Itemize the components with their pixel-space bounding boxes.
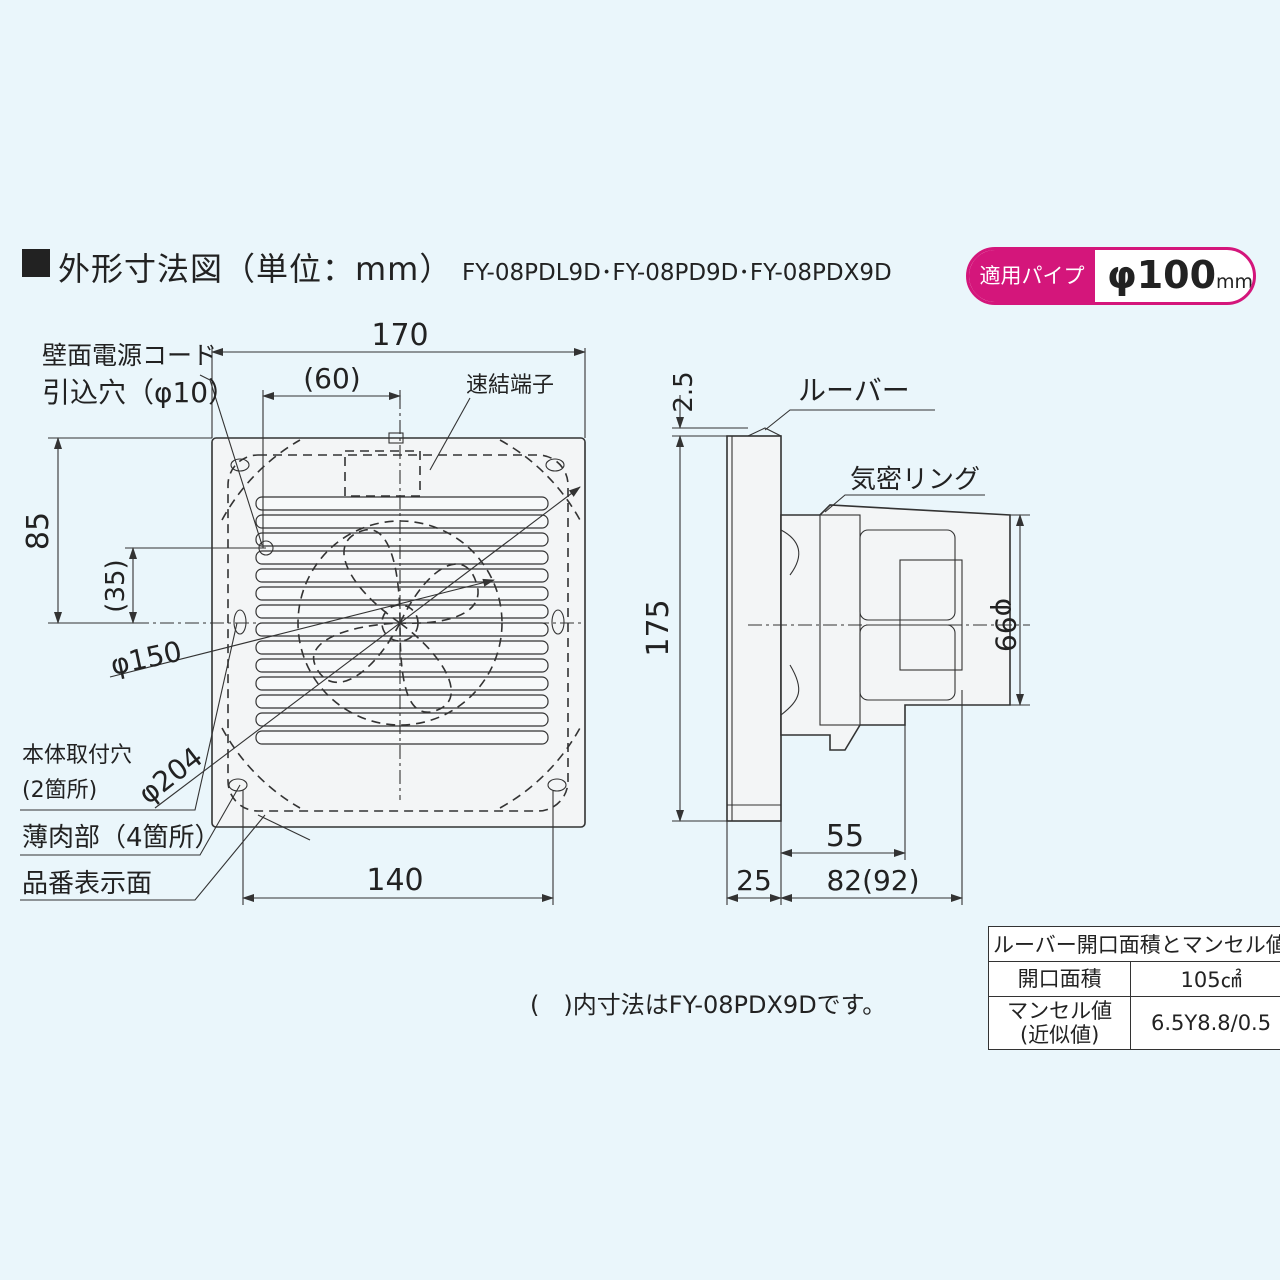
- motor-upper: [859, 529, 956, 621]
- pipe-badge: 適用パイプ φ100mm: [966, 247, 1256, 305]
- leader-mount: [20, 622, 238, 811]
- inner-frame-dashed: [227, 454, 569, 812]
- leader-terminal: [429, 397, 471, 471]
- leader-ring: [824, 494, 985, 513]
- label-mount-line1: 本体取付穴: [22, 743, 132, 768]
- label-cord-line2: 引込穴（φ10）: [42, 376, 236, 409]
- dim-phi150: φ150: [108, 635, 185, 682]
- row-munsell-value: 6.5Y8.8/0.5: [1130, 995, 1280, 1051]
- dim-25: 25: [736, 864, 772, 897]
- label-model-face: 品番表示面: [22, 869, 152, 899]
- terminal-box: [344, 450, 421, 497]
- leader-louver: [764, 409, 935, 431]
- row-munsell-label: マンセル値(近似値): [987, 995, 1132, 1051]
- dim-85: 85: [21, 512, 56, 550]
- dim-phi99: φ99: [989, 598, 1022, 652]
- housing: [780, 504, 1011, 751]
- page-title: 外形寸法図（単位：mm）: [58, 250, 453, 288]
- dim-170: 170: [371, 318, 428, 353]
- pipe-badge-label: 適用パイプ: [969, 250, 1095, 302]
- row-open-area-value: 105㎠: [1130, 961, 1280, 997]
- fan-blades: [312, 528, 479, 713]
- terminal-tab: [388, 432, 404, 444]
- dim-2-5: 2.5: [669, 371, 699, 412]
- side-view: 2.5 175 φ99 55 25 82(92) ルーバー 気密リング: [641, 371, 1030, 905]
- leader-phi150: [109, 578, 495, 678]
- dim-82: 82(92): [826, 864, 919, 897]
- shutter-box: [899, 559, 963, 671]
- pipe-unit: mm: [1216, 271, 1254, 293]
- munsell-label-line2: (近似値): [1019, 1023, 1100, 1048]
- dim-175: 175: [641, 599, 676, 656]
- ring-flange: [819, 514, 861, 726]
- leader-cord: [199, 374, 263, 546]
- dim-60: (60): [303, 362, 360, 395]
- dim-55: 55: [826, 819, 864, 854]
- dim-35: (35): [101, 559, 131, 612]
- front-view: 170 (60) 85 (35) φ150 φ204 140 壁面電: [20, 318, 586, 905]
- dim-140: 140: [366, 863, 423, 898]
- louver-tip: [747, 427, 782, 437]
- louver-table: ルーバー開口面積とマンセル値 開口面積 105㎠ マンセル値(近似値) 6.5Y…: [987, 926, 1280, 1051]
- label-terminal: 速結端子: [466, 373, 554, 398]
- leader-model-face: [20, 814, 266, 901]
- corner-holes: [228, 458, 567, 792]
- munsell-label-line1: マンセル値: [1007, 999, 1113, 1023]
- label-cord-line1: 壁面電源コード: [42, 341, 217, 370]
- label-ring: 気密リング: [850, 465, 980, 495]
- label-louver: ルーバー: [798, 374, 910, 407]
- leader-thin: [20, 784, 241, 856]
- model-list: FY-08PDL9D･FY-08PD9D･FY-08PDX9D: [462, 260, 892, 286]
- leader-phi204: [154, 486, 581, 809]
- label-mount-line2: (2箇所): [22, 778, 97, 803]
- side-panel: [726, 435, 782, 822]
- footnote: ( )内寸法はFY-08PDX9Dです。: [530, 991, 887, 1019]
- table-title: ルーバー開口面積とマンセル値: [988, 926, 1280, 962]
- label-thin-parts: 薄肉部（4箇所）: [22, 823, 221, 853]
- title-bullet: [22, 249, 50, 277]
- row-open-area-label: 開口面積: [987, 961, 1132, 997]
- pipe-value: φ100: [1107, 253, 1217, 297]
- pipe-badge-value: φ100mm: [1107, 253, 1253, 297]
